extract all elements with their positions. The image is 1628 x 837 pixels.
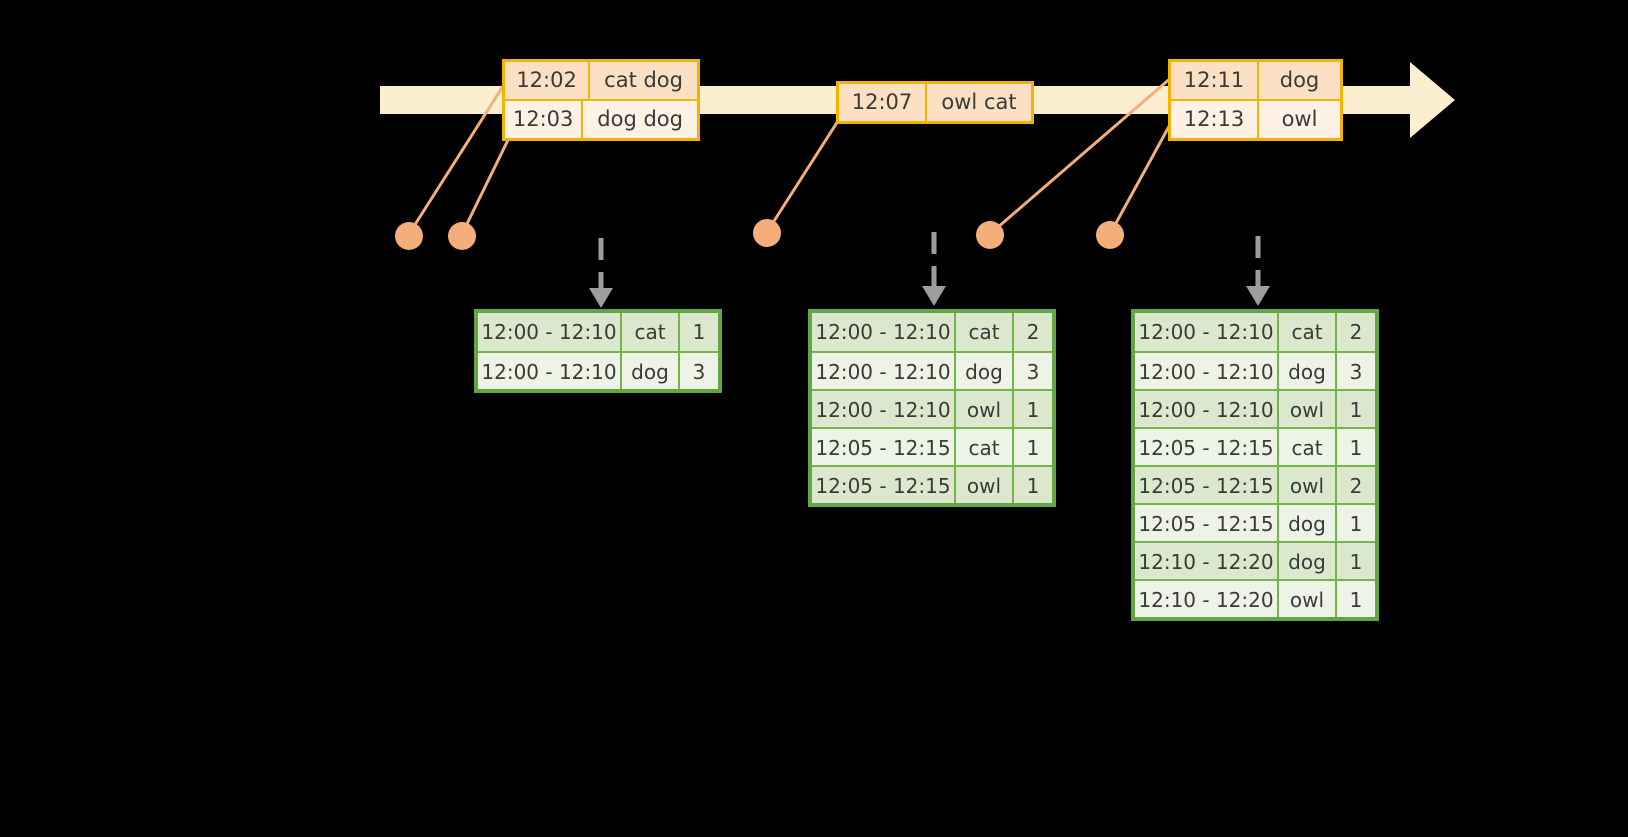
result-count-cell: 1 [1026,436,1040,460]
result-count-cell: 1 [692,320,706,344]
flow-arrow-1 [589,238,613,308]
event-words: dog [1279,68,1320,92]
event-time: 12:02 [505,62,591,99]
result-window-cell: 12:00 - 12:10 [812,353,956,389]
event-time: 12:13 [1171,101,1259,138]
connector-line-5 [1108,109,1180,235]
result-count-cell: 2 [1026,320,1040,344]
event-dot-4 [976,221,1004,249]
result-window-cell: 12:05 - 12:15 [1135,429,1279,465]
result-count-cell: 1 [1026,398,1040,422]
timeline-event-group-2: 12:07 owl cat [836,81,1034,124]
flow-arrow-3 [1246,236,1270,306]
event-dot-2 [448,222,476,250]
result-window-cell: 12:00 - 12:10 [478,353,622,389]
event-time: 12:11 [1171,62,1259,99]
result-window-cell: 12:00 - 12:10 [1135,391,1279,427]
result-key-cell: cat [1279,429,1337,465]
result-window-cell: 12:00 - 12:10 [1135,313,1279,351]
event-words: owl [1281,107,1318,131]
result-key-cell: dog [622,353,680,389]
result-window-cell: 12:10 - 12:20 [1135,543,1279,579]
result-window-cell: 12:00 - 12:10 [812,391,956,427]
event-words: cat dog [604,68,683,92]
result-key-cell: cat [622,313,680,351]
event-dot-5 [1096,221,1124,249]
result-count-cell: 1 [1349,550,1363,574]
event-time: 12:03 [505,101,584,138]
event-dot-3 [753,219,781,247]
result-count-cell: 3 [1349,360,1363,384]
timeline-event-row: 12:11 dog [1171,62,1340,99]
result-count-cell: 2 [1349,474,1363,498]
timeline-event-row: 12:13 owl [1171,99,1340,138]
timeline-event-group-1: 12:02 cat dog 12:03 dog dog [502,59,700,141]
timeline-event-row: 12:03 dog dog [505,99,697,138]
result-window-cell: 12:05 - 12:15 [812,467,956,503]
event-time: 12:07 [839,84,927,121]
result-window-cell: 12:10 - 12:20 [1135,581,1279,617]
result-key-cell: owl [956,391,1014,427]
result-count-cell: 1 [1349,436,1363,460]
event-words: owl cat [941,90,1017,114]
result-window-cell: 12:00 - 12:10 [1135,353,1279,389]
result-count-cell: 2 [1349,320,1363,344]
timeline-event-row: 12:02 cat dog [505,62,697,99]
result-key-cell: owl [1279,581,1337,617]
result-key-cell: cat [956,313,1014,351]
result-window-cell: 12:05 - 12:15 [1135,467,1279,503]
result-key-cell: dog [956,353,1014,389]
result-key-cell: cat [1279,313,1337,351]
connector-line-3 [765,109,847,233]
result-count-cell: 1 [1349,588,1363,612]
timeline-event-group-3: 12:11 dog 12:13 owl [1168,59,1343,141]
flow-arrow-2 [922,232,946,306]
timeline-event-row: 12:07 owl cat [839,84,1031,121]
result-key-cell: dog [1279,543,1337,579]
result-count-cell: 3 [1026,360,1040,384]
result-key-cell: owl [956,467,1014,503]
connector-line-4 [989,68,1181,236]
result-key-cell: cat [956,429,1014,465]
result-key-cell: owl [1279,391,1337,427]
result-count-cell: 1 [1349,512,1363,536]
result-key-cell: owl [1279,467,1337,503]
result-window-cell: 12:05 - 12:15 [812,429,956,465]
connector-line-2 [460,139,510,235]
connector-line-1 [407,71,514,235]
result-key-cell: dog [1279,353,1337,389]
result-count-cell: 1 [1349,398,1363,422]
result-window-cell: 12:00 - 12:10 [812,313,956,351]
event-words: dog dog [597,107,683,131]
result-count-cell: 3 [692,360,706,384]
result-key-cell: dog [1279,505,1337,541]
result-window-cell: 12:00 - 12:10 [478,313,622,351]
result-count-cell: 1 [1026,474,1040,498]
event-dot-1 [395,222,423,250]
result-window-cell: 12:05 - 12:15 [1135,505,1279,541]
